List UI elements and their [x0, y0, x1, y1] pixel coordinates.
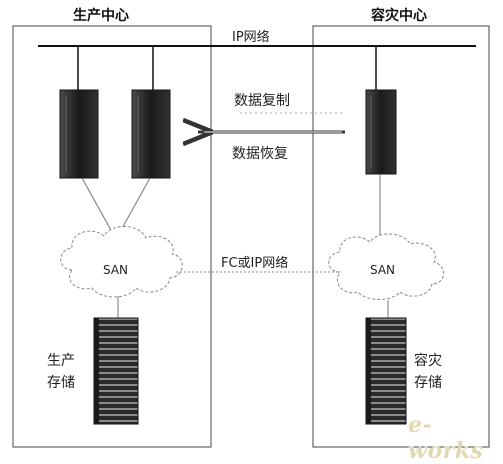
dr-server — [365, 89, 397, 175]
dr-storage-label-line1: 容灾 — [414, 353, 442, 369]
e-works-watermark: e-works — [408, 412, 484, 464]
production-server-2 — [131, 89, 171, 179]
dr-center-box — [312, 25, 490, 448]
san-left-label: SAN — [103, 263, 129, 277]
dr-center-title: 容灾中心 — [371, 8, 427, 24]
fc-network-label: FC或IP网络 — [221, 256, 289, 271]
san-right-label: SAN — [370, 263, 396, 277]
dr-storage-label: 容灾 存储 — [414, 350, 442, 394]
production-server-1 — [59, 89, 99, 179]
dr-storage-label-line2: 存储 — [414, 375, 442, 391]
production-storage — [93, 317, 139, 425]
production-storage-label-line1: 生产 — [47, 353, 75, 369]
recover-label: 数据恢复 — [232, 146, 288, 162]
san-cloud-left — [60, 226, 183, 298]
link-server2-san — [119, 177, 151, 233]
link-server1-san — [81, 177, 113, 233]
san-cloud-right — [328, 233, 444, 300]
ip-network-label: IP网络 — [232, 30, 270, 45]
production-center-box — [12, 25, 212, 448]
dr-storage — [365, 317, 407, 425]
production-storage-label-line2: 存储 — [47, 375, 75, 391]
production-center-title: 生产中心 — [73, 8, 129, 24]
production-storage-label: 生产 存储 — [47, 350, 75, 394]
replicate-label: 数据复制 — [234, 93, 290, 109]
diagram-canvas — [12, 25, 490, 448]
